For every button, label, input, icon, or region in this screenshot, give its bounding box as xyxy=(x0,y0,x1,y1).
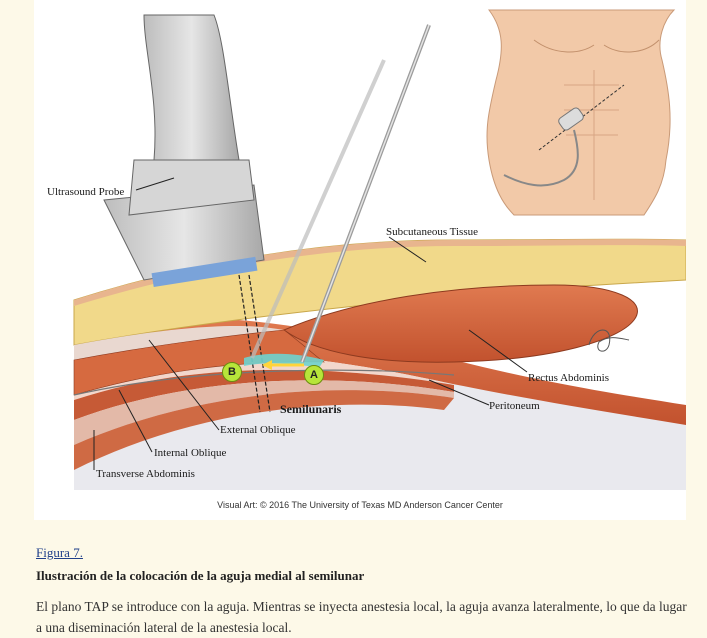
figure-link[interactable]: Figura 7. xyxy=(36,545,83,561)
torso-inset xyxy=(487,10,674,215)
label-ultrasound-probe: Ultrasound Probe xyxy=(47,186,124,198)
point-b-marker: B xyxy=(222,362,242,382)
figure-description: El plano TAP se introduce con la aguja. … xyxy=(36,596,696,638)
medical-illustration: B A Ultrasound Probe Subcutaneous Tissue… xyxy=(34,0,686,520)
label-semilunaris: Semilunaris xyxy=(280,402,341,417)
label-rectus-abdominis: Rectus Abdominis xyxy=(528,372,609,384)
label-internal-oblique: Internal Oblique xyxy=(154,447,226,459)
label-peritoneum: Peritoneum xyxy=(489,400,540,412)
image-credit: Visual Art: © 2016 The University of Tex… xyxy=(34,500,686,510)
label-subcutaneous-tissue: Subcutaneous Tissue xyxy=(386,226,478,238)
anatomy-drawing xyxy=(34,0,686,520)
label-transverse-abdominis: Transverse Abdominis xyxy=(96,468,195,480)
label-external-oblique: External Oblique xyxy=(220,424,295,436)
figure-title: Ilustración de la colocación de la aguja… xyxy=(36,568,364,584)
point-a-marker: A xyxy=(304,365,324,385)
ultrasound-probe xyxy=(104,15,264,287)
